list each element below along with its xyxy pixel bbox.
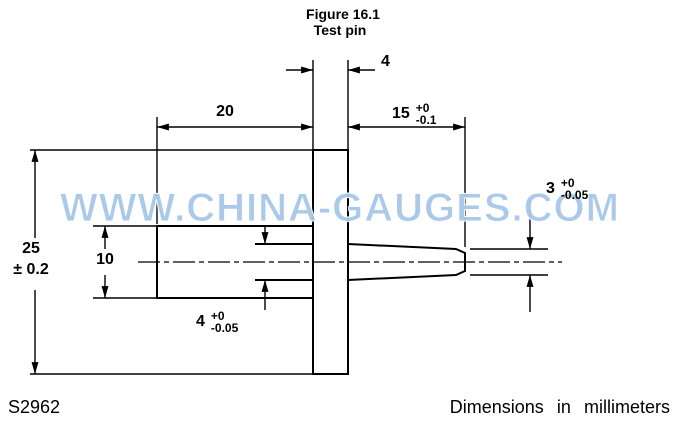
tolerance-plus: +0: [560, 176, 575, 190]
drawing-code: S2962: [8, 397, 61, 417]
dim-flange-diameter-lines: [30, 149, 313, 375]
dim-pin-length-value: 15: [392, 104, 410, 122]
dim-body-length-label: 20: [216, 103, 234, 120]
dim-pin-tip-diameter-lines: [470, 200, 548, 312]
dim-pin-base-diameter-label: 4 +0 -0.05: [196, 310, 238, 334]
dim-flange-diameter-label: 25 ± 0.2: [6, 240, 56, 279]
tolerance-minus: -0.05: [210, 321, 239, 335]
dim-flange-diameter-tolerance: ± 0.2: [13, 260, 49, 278]
dim-pin-length-label: 15 +0 -0.1: [392, 102, 436, 126]
dim-body-diameter-lines: [93, 225, 157, 299]
dim-pin-base-diameter-tolerance: +0 -0.05: [211, 310, 238, 334]
dim-pin-base-diameter-value: 4: [196, 312, 205, 330]
units-note: Dimensions in millimeters: [449, 397, 670, 417]
dim-pin-tip-diameter-label: 3 +0 -0.05: [546, 177, 588, 201]
dim-flange-thickness-label: 4: [381, 53, 390, 70]
watermark-text: WWW.CHINA-GAUGES.COM: [60, 186, 620, 231]
dim-pin-tip-diameter-value: 3: [546, 179, 555, 197]
dim-pin-length-tolerance: +0 -0.1: [416, 102, 437, 126]
tolerance-plus: +0: [415, 101, 430, 115]
figure-subtitle: Test pin: [313, 22, 367, 38]
dim-flange-diameter-value: 25: [22, 240, 40, 257]
tolerance-minus: -0.1: [415, 113, 437, 127]
dim-pin-length-lines: [347, 60, 466, 247]
tolerance-plus: +0: [210, 309, 225, 323]
figure-title: Figure 16.1: [306, 6, 380, 22]
dim-body-diameter-label: 10: [96, 251, 114, 268]
dim-pin-tip-diameter-tolerance: +0 -0.05: [561, 177, 588, 201]
tolerance-minus: -0.05: [560, 188, 589, 202]
dim-body-length-lines: [156, 60, 314, 224]
